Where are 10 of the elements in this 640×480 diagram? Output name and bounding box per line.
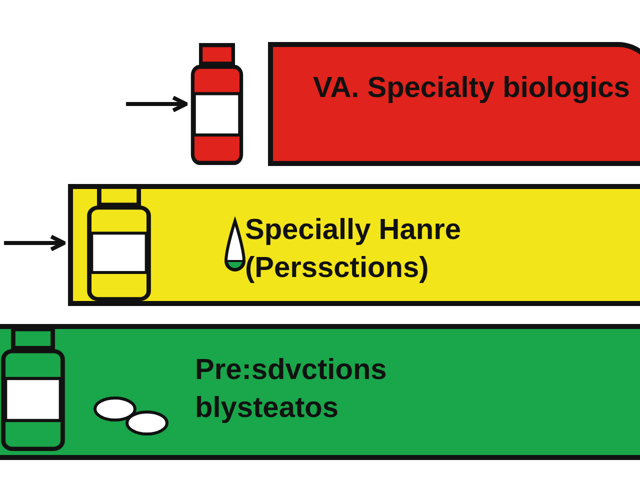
arrow [4,234,66,252]
bottle-drawing [0,326,66,452]
color-band [68,184,640,306]
band-label: VA. Specialty biologics [313,71,631,106]
color-band [268,42,640,166]
band-label: Pre:sdvctions blysteatos [195,353,388,426]
color-band [0,324,640,460]
arrow [126,96,188,112]
bottle-drawing [190,42,244,166]
band-label: Specially Hanre (Perssctions) [245,213,462,286]
